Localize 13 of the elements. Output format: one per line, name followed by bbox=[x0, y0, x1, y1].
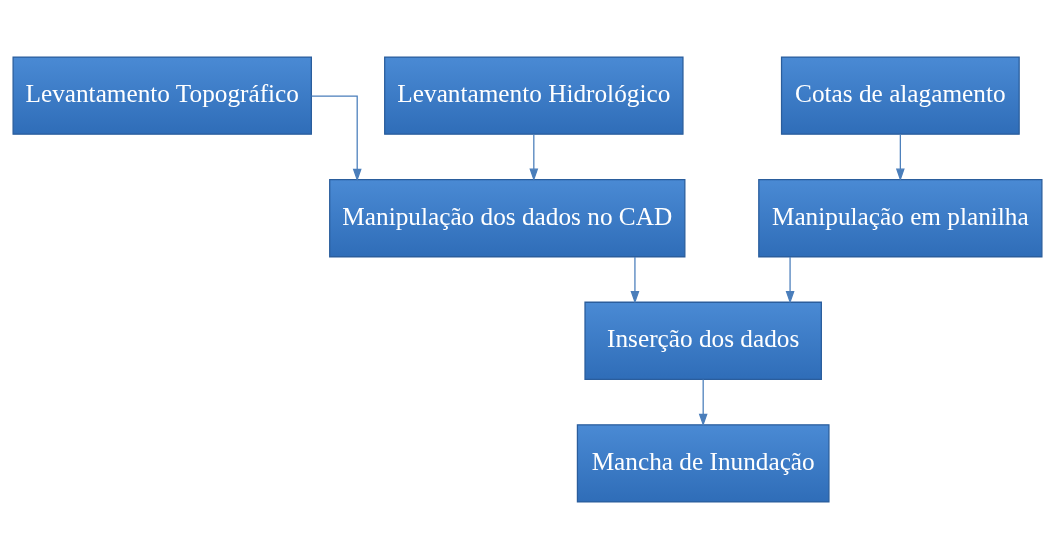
arrow bbox=[310, 95, 362, 181]
arrow bbox=[895, 133, 905, 181]
arrow bbox=[630, 255, 640, 304]
node-box: Mancha de Inundação bbox=[576, 423, 830, 503]
arrow bbox=[529, 133, 539, 181]
node-box: Levantamento Topográfico bbox=[12, 55, 312, 135]
arrow bbox=[698, 378, 708, 426]
node-box: Manipulação dos dados no CAD bbox=[329, 178, 686, 257]
node-box: Levantamento Hidrológico bbox=[384, 55, 684, 135]
node-box: Manipulação em planilha bbox=[758, 178, 1043, 257]
arrow bbox=[785, 255, 795, 304]
node-box: Inserção dos dados bbox=[584, 301, 822, 380]
node-box: Cotas de alagamento bbox=[780, 55, 1020, 135]
